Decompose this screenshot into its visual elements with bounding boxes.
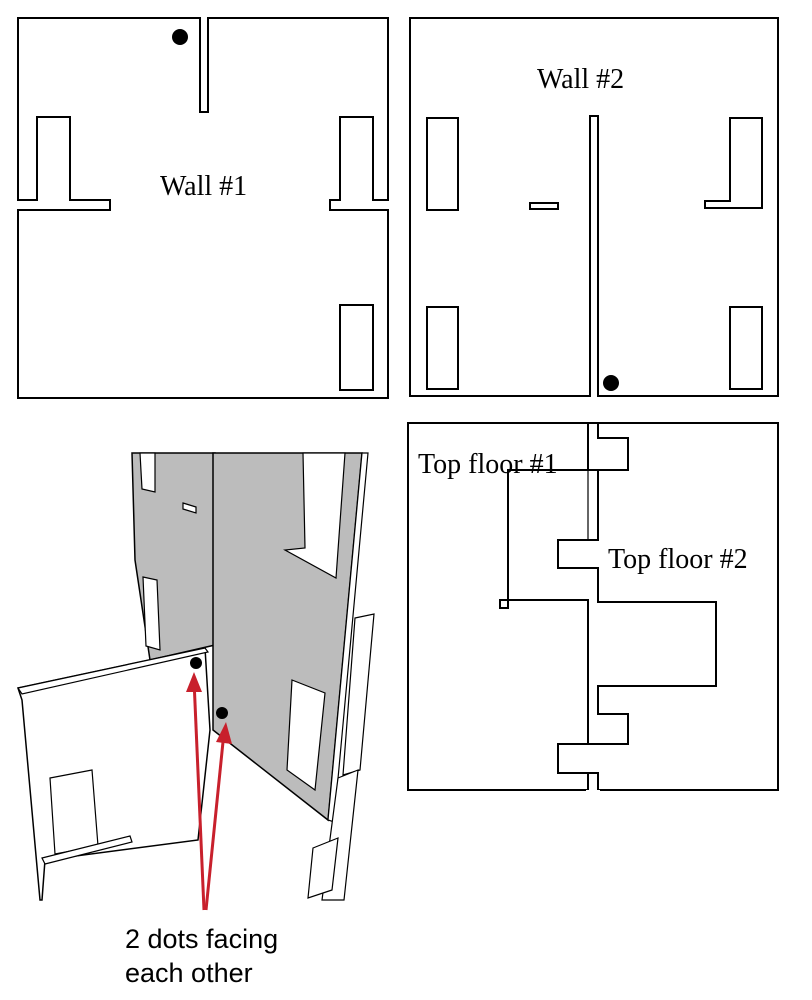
- top-floor-2-outline: [557, 422, 779, 791]
- wall-2-label: Wall #2: [537, 64, 624, 95]
- back-wall-window-bottom-left: [142, 576, 161, 651]
- top-floor-panels: Top floor #1 Top floor #2: [407, 422, 779, 798]
- back-wall-window-top-left: [139, 452, 156, 493]
- top-floor-2-label: Top floor #2: [608, 544, 748, 575]
- wall-2-window-right-top: [704, 117, 763, 209]
- wall-1-panel: Wall #1: [17, 17, 389, 399]
- front-wall-floor-edge: [41, 835, 133, 865]
- front-wall-window: [49, 769, 99, 855]
- wall-2-panel: Wall #2: [409, 17, 779, 397]
- arrow-left-shaft: [192, 679, 206, 911]
- dots-caption-line-2: each other: [125, 958, 253, 988]
- side-panel-right-upper: [342, 613, 375, 776]
- assembly-dot-back: [216, 707, 228, 719]
- arrow-right-head: [216, 722, 232, 744]
- dots-caption-line-1: 2 dots facing: [125, 924, 278, 954]
- wall-2-window-left-bottom: [426, 306, 459, 390]
- arrow-right-shaft: [204, 731, 226, 911]
- back-wall-window-top-right: [283, 452, 346, 579]
- wall-1-outline: [17, 17, 389, 399]
- back-wall-slot: [182, 502, 197, 514]
- top-floor-1-label: Top floor #1: [418, 449, 558, 480]
- back-wall-window-bottom-right: [286, 679, 326, 792]
- wall-2-window-right-bottom: [729, 306, 763, 390]
- assembly-3d-view: 2 dots facing each other: [17, 452, 375, 988]
- wall-2-window-left-top: [426, 117, 459, 211]
- assembly-dot-front: [190, 657, 202, 669]
- front-wall-top-edge: [17, 647, 210, 695]
- side-panel-window: [307, 837, 339, 899]
- wall-1-dot: [172, 29, 188, 45]
- arrow-left-head: [186, 672, 202, 692]
- wall-2-outline: [409, 17, 779, 397]
- top-floor-clip: [586, 790, 600, 798]
- wall-1-window-cutout: [339, 304, 374, 391]
- wall-2-dot: [603, 375, 619, 391]
- wall-1-label: Wall #1: [160, 171, 247, 202]
- wall-2-slot: [529, 202, 559, 210]
